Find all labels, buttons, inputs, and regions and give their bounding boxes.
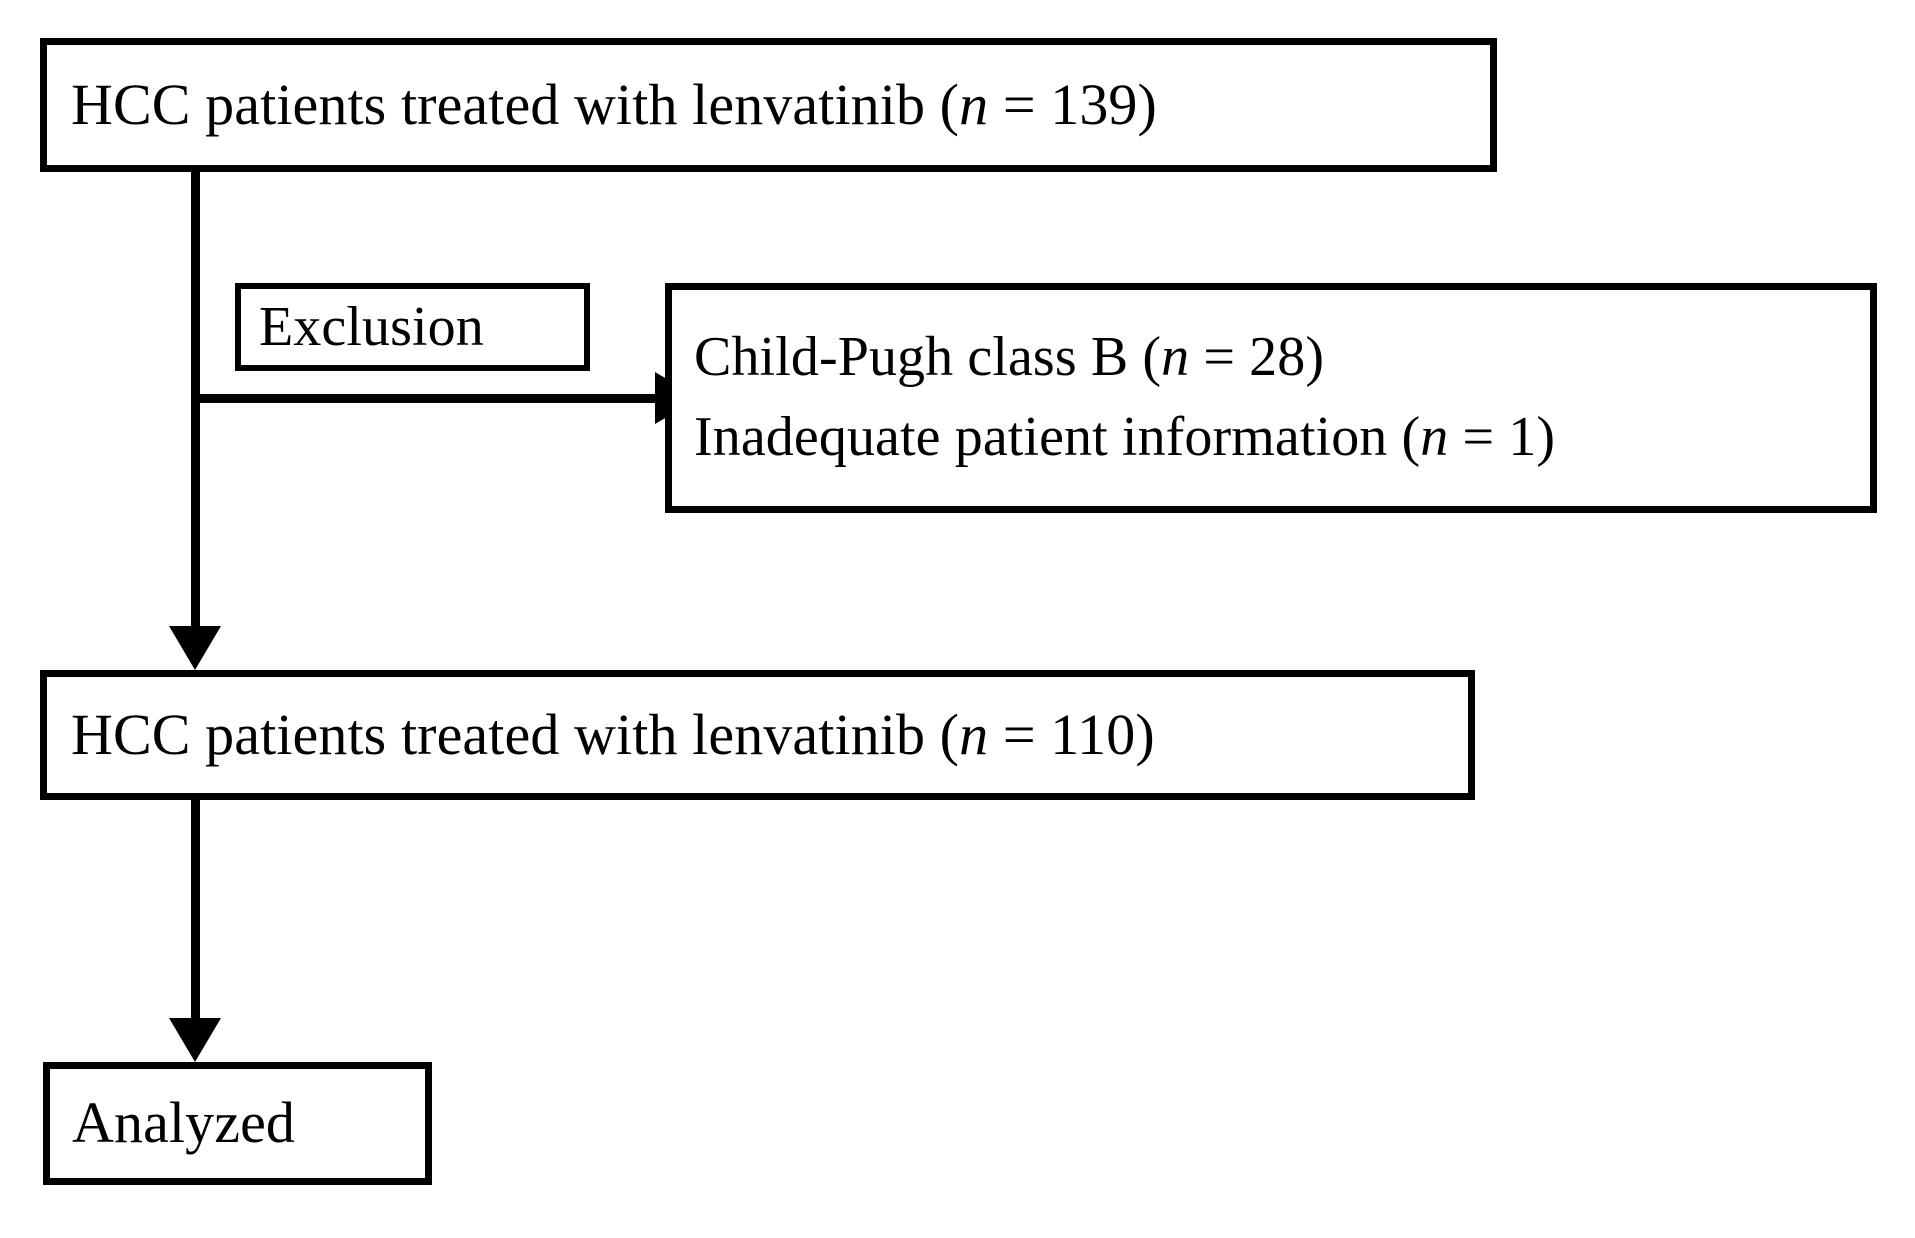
node-exclusion-criteria: Child-Pugh class B (n = 28) Inadequate p…	[665, 283, 1877, 513]
node-analyzed: Analyzed	[43, 1062, 432, 1185]
exclusion-line2-suffix-text: = 1)	[1448, 406, 1556, 468]
eligible-suffix-text: = 110)	[988, 701, 1155, 767]
connector-eligible-to-analyzed-line	[191, 800, 200, 1022]
node-exclusion-label: Exclusion	[235, 283, 590, 371]
exclusion-line2-n-variable: n	[1420, 406, 1449, 468]
node-eligible-cohort-label: HCC patients treated with lenvatinib (n …	[47, 701, 1468, 769]
enrolled-prefix-text: HCC patients treated with lenvatinib (	[71, 71, 960, 137]
exclusion-line1-n-variable: n	[1161, 326, 1190, 389]
exclusion-criteria-line-2: Inadequate patient information (n = 1)	[672, 398, 1870, 478]
node-enrolled-cohort-label: HCC patients treated with lenvatinib (n …	[47, 71, 1490, 139]
exclusion-line1-prefix-text: Child-Pugh class B (	[694, 326, 1162, 389]
enrolled-suffix-text: = 139)	[988, 71, 1157, 137]
arrowhead-down-to-eligible	[169, 626, 221, 670]
eligible-prefix-text: HCC patients treated with lenvatinib (	[71, 701, 960, 767]
node-eligible-cohort: HCC patients treated with lenvatinib (n …	[40, 670, 1475, 800]
node-enrolled-cohort: HCC patients treated with lenvatinib (n …	[40, 38, 1497, 172]
node-analyzed-label: Analyzed	[72, 1090, 296, 1156]
arrowhead-down-to-analyzed	[169, 1018, 221, 1062]
exclusion-line1-suffix-text: = 28)	[1189, 326, 1325, 389]
connector-exclusion-branch-line	[191, 394, 681, 403]
node-exclusion-label-text: Exclusion	[259, 295, 484, 358]
exclusion-criteria-line-1: Child-Pugh class B (n = 28)	[672, 318, 1870, 398]
eligible-n-variable: n	[959, 701, 989, 767]
enrolled-n-variable: n	[959, 71, 989, 137]
exclusion-line2-prefix-text: Inadequate patient information (	[694, 406, 1421, 468]
